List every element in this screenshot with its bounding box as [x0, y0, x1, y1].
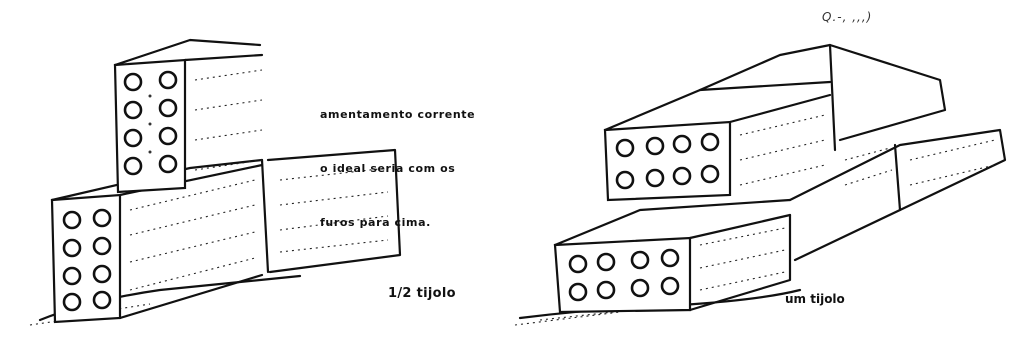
rear-right-course	[788, 128, 1007, 262]
bottom-brick-hatching	[699, 227, 786, 291]
bottom-brick-holes	[568, 248, 680, 302]
rear-right-brick-top	[828, 43, 947, 142]
rear-top-brick	[698, 43, 837, 152]
lower-brick-joint	[260, 158, 270, 274]
ground-texture-right	[514, 307, 651, 326]
upper-brick-hatching	[194, 69, 263, 171]
lower-brick-bottom-edge	[118, 273, 264, 320]
second-lower-brick	[266, 148, 402, 274]
annotation-line-3: furos para cima.	[320, 216, 431, 229]
upper-brick-holes	[123, 70, 178, 176]
rear-joint	[893, 143, 902, 212]
one-brick-wall-figure	[514, 43, 1007, 326]
annotation-note: amentamento corrente o ideal seria com o…	[320, 70, 475, 250]
rear-hatching	[844, 139, 996, 186]
one-brick-label: um tijolo	[785, 292, 845, 306]
annotation-line-1: amentamento corrente	[320, 108, 476, 121]
half-brick-wall-figure	[29, 38, 402, 326]
upper-front-brick-hatching	[739, 114, 826, 186]
bottom-brick-side	[688, 213, 792, 312]
second-brick-hatching	[279, 167, 389, 253]
half-brick-label: 1/2 tijolo	[388, 286, 456, 301]
lower-brick-hatching	[129, 179, 256, 291]
upper-front-brick-holes	[615, 132, 720, 190]
annotation-line-2: o ideal seria com os	[320, 162, 456, 175]
lower-brick-holes	[62, 208, 112, 312]
upper-brick-top	[113, 38, 264, 67]
corner-mark: Q.-, ,,,)	[822, 10, 873, 24]
bottom-brick-top	[553, 198, 792, 247]
upper-front-brick-end-face	[603, 120, 732, 202]
